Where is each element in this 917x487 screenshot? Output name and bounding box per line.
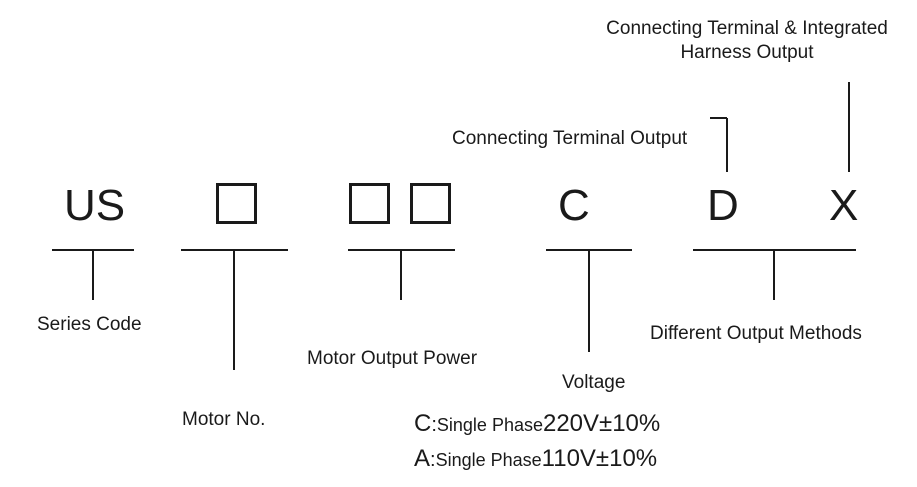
motor-output-power-label: Motor Output Power: [307, 348, 478, 369]
power-placeholder-box-2: [410, 183, 451, 224]
series-code-text: US: [64, 181, 126, 230]
different-output-methods-label: Different Output Methods: [650, 323, 862, 344]
voltage-option-c: C:Single Phase220V±10%: [414, 412, 660, 437]
voltage-option-c-text: Single Phase: [436, 415, 543, 435]
integrated-harness-label-line1: Connecting Terminal & Integrated: [606, 18, 888, 39]
voltage-option-a: A:Single Phase110V±10%: [414, 447, 657, 472]
output-d-code-text: D: [707, 181, 739, 230]
voltage-option-a-text: Single Phase: [435, 450, 542, 470]
voltage-option-a-value: 110V±10%: [541, 445, 658, 472]
integrated-harness-label-line2: Harness Output: [680, 42, 814, 63]
voltage-option-a-sep: :: [430, 449, 436, 471]
voltage-option-c-sep: :: [431, 414, 437, 436]
connecting-terminal-output-label: Connecting Terminal Output: [452, 128, 688, 149]
voltage-code-text: C: [558, 181, 590, 230]
motor-no-placeholder-box: [216, 183, 257, 224]
voltage-option-a-letter: A: [414, 445, 431, 472]
integrated-harness-label: Connecting Terminal & Integrated Harness…: [584, 17, 910, 65]
voltage-option-c-letter: C: [414, 410, 432, 437]
power-placeholder-box-1: [349, 183, 390, 224]
series-code-label: Series Code: [37, 314, 142, 335]
motor-no-label: Motor No.: [182, 409, 266, 430]
output-x-code-text: X: [829, 181, 859, 230]
voltage-label: Voltage: [562, 372, 626, 393]
voltage-option-c-value: 220V±10%: [542, 410, 661, 437]
